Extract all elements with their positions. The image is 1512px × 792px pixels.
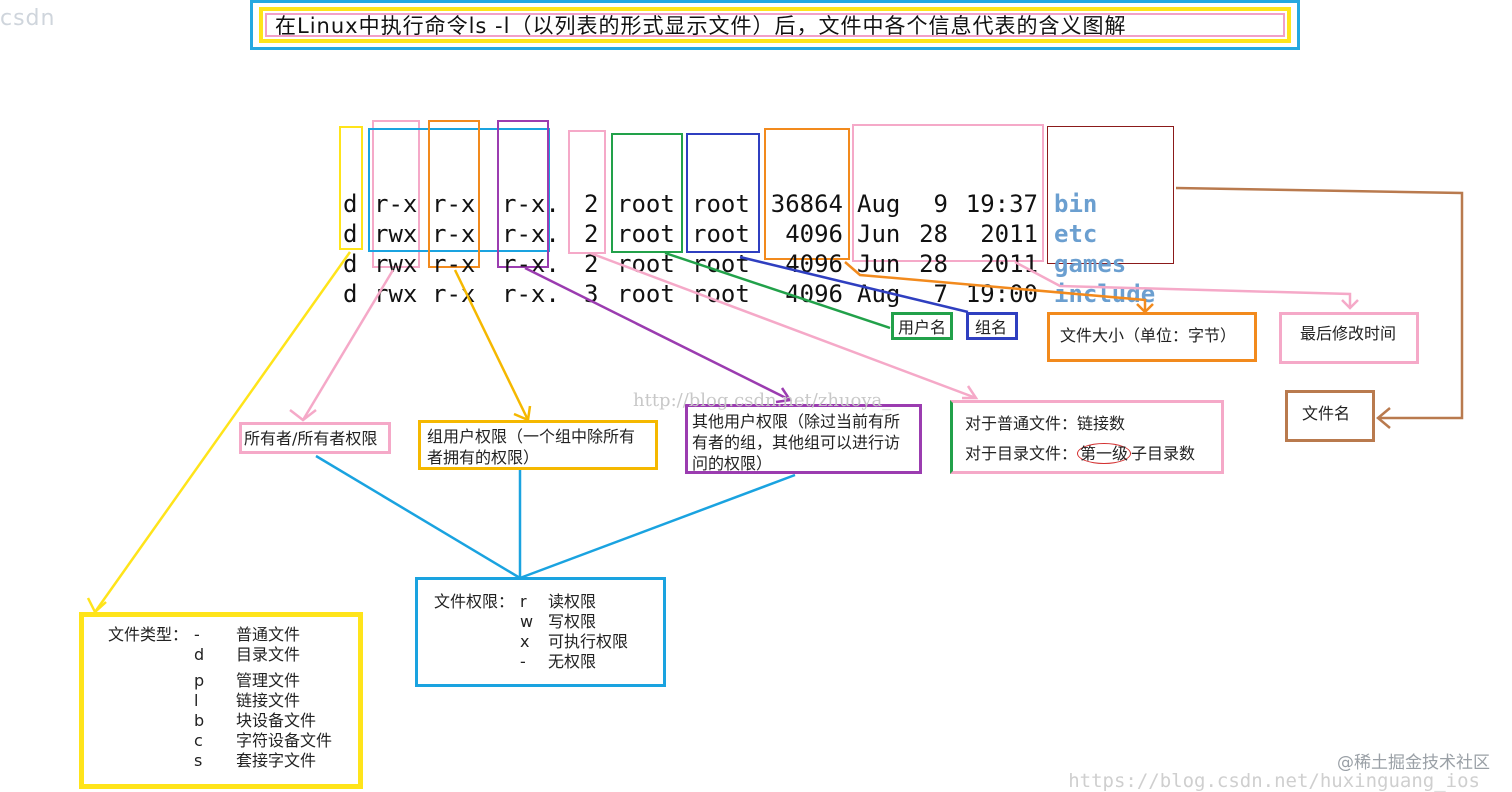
username-label-box: 用户名 <box>891 312 953 340</box>
mtime-label-box: 最后修改时间 <box>1279 312 1419 364</box>
arrow-filename <box>1175 186 1464 420</box>
links-highlight <box>568 130 606 254</box>
owner-perm-highlight <box>372 120 420 268</box>
arrow-user <box>664 251 891 330</box>
other-perm-highlight <box>497 120 549 268</box>
type-col-highlight <box>339 126 363 250</box>
group-highlight <box>686 133 760 253</box>
others-label-box: 其他用户权限（除过当前有所有者的组，其他组可以进行访问的权限） <box>685 404 922 474</box>
filesize-label-box: 文件大小（单位：字节） <box>1047 312 1257 362</box>
user-highlight <box>611 133 683 253</box>
size-highlight <box>764 128 850 260</box>
circled-first-level: 第一级 <box>1077 443 1132 464</box>
arrow-owner <box>301 269 395 421</box>
owner-perm-cyan-highlight <box>368 128 550 252</box>
mtime-highlight <box>852 124 1044 262</box>
other-perm-column: r-x.r-x.r-x.r-x. <box>502 190 560 308</box>
title-banner: 在Linux中执行命令ls -l（以列表的形式显示文件）后，文件中各个信息代表的… <box>250 0 1300 50</box>
groupname-label-box: 组名 <box>966 312 1018 340</box>
site-watermark: @稀土掘金技术社区 <box>1337 753 1490 773</box>
arrow-links <box>589 251 977 400</box>
arrow-group-perm <box>453 269 530 421</box>
arrow-other-perm <box>524 266 791 402</box>
arrow-owner-to-perm <box>315 454 521 580</box>
csdn-url-watermark: https://blog.csdn.net/huxinguang_ios <box>1068 770 1480 792</box>
arrow-size <box>844 261 1147 312</box>
links-label-box: 对于普通文件：链接数 对于目录文件：第一级子目录数 <box>950 400 1224 474</box>
owner-label-box: 所有者/所有者权限 <box>239 422 391 454</box>
blog-watermark: http://blog.csdn.net/zhuoya_ <box>633 390 892 411</box>
arrow-others-to-perm <box>519 473 796 580</box>
filename-label-box: 文件名 <box>1285 390 1375 442</box>
csdn-logo: csdn <box>0 6 56 31</box>
group-perm-highlight <box>428 120 480 268</box>
arrow-mtime <box>1014 260 1352 308</box>
group-user-label-box: 组用户权限（一个组中除所有者拥有的权限） <box>418 420 658 470</box>
arrow-group <box>739 255 969 314</box>
filename-highlight <box>1047 126 1174 264</box>
page-title: 在Linux中执行命令ls -l（以列表的形式显示文件）后，文件中各个信息代表的… <box>265 13 1285 38</box>
arrow-type <box>93 251 352 613</box>
